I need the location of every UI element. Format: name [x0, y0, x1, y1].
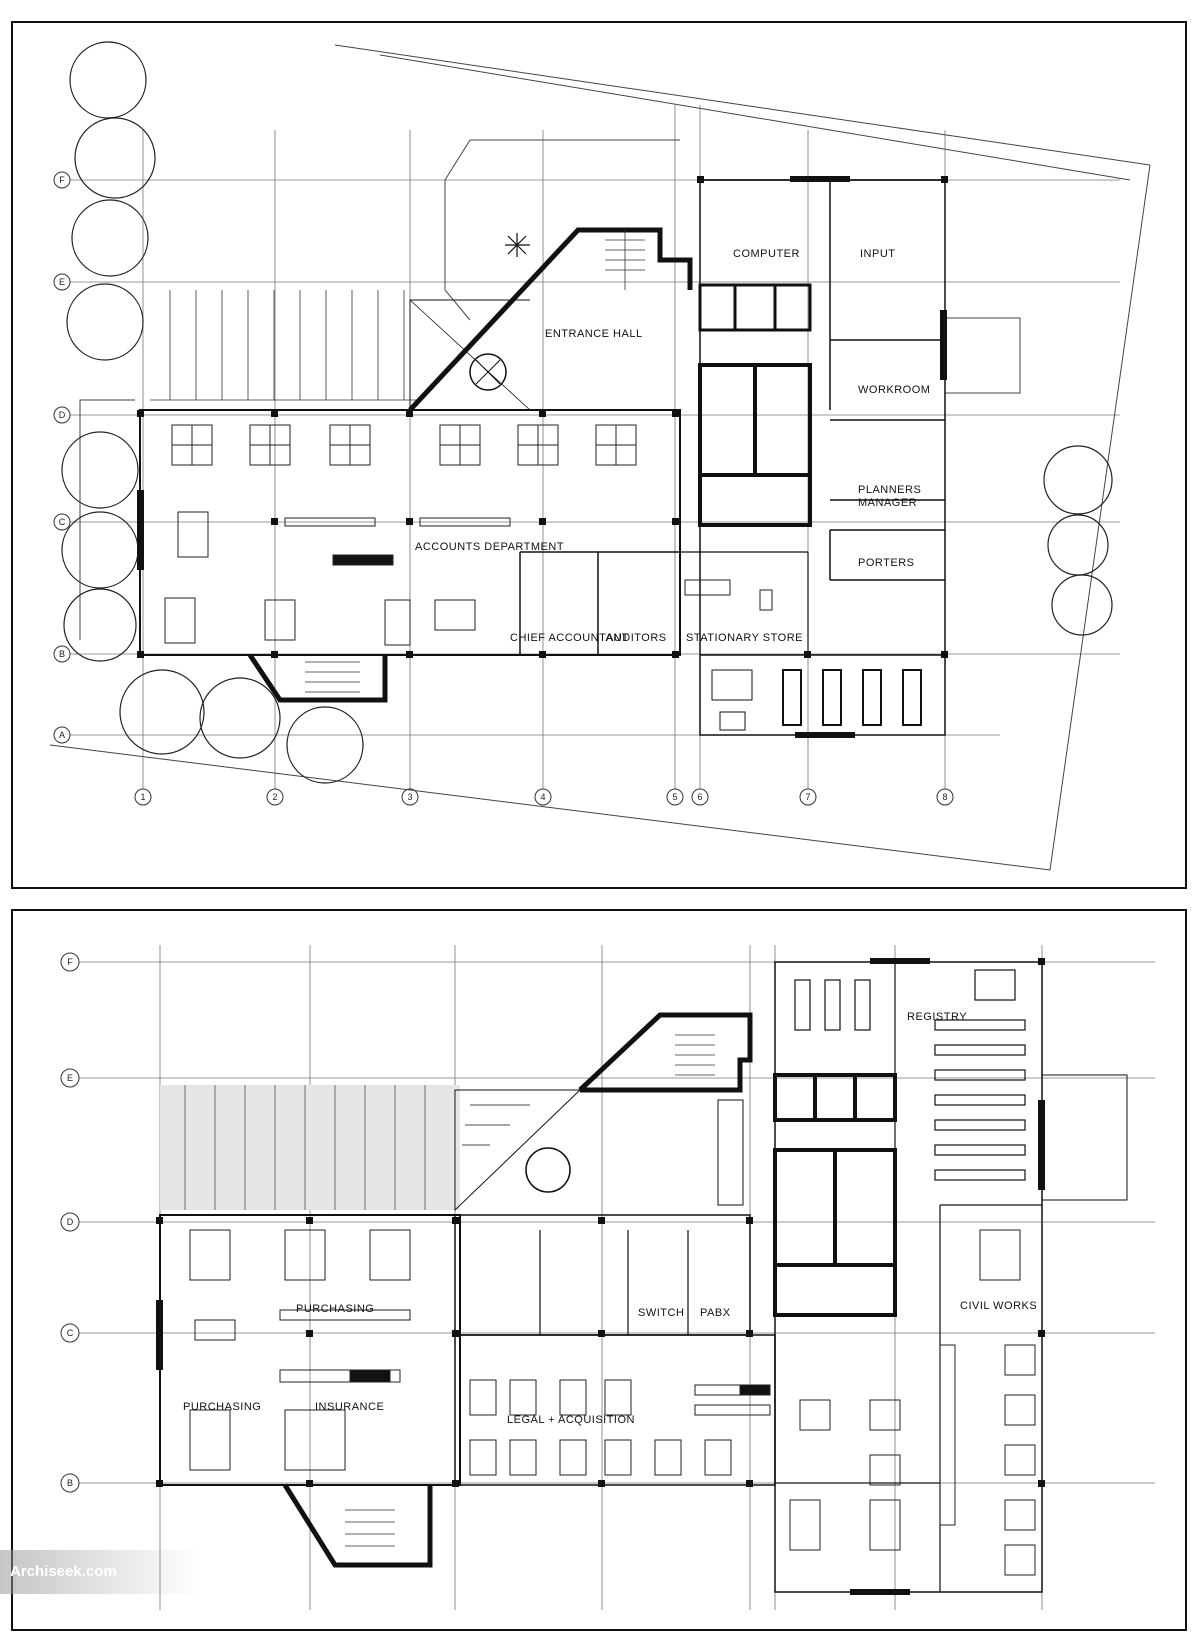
room-label-pabx: PABX	[700, 1307, 731, 1319]
room-label-legal-acquisition: LEGAL + ACQUISITION	[507, 1414, 635, 1426]
grid-bubbles-rows-lower: F E D C B	[60, 952, 80, 1493]
structural-columns-lower	[156, 958, 1045, 1595]
structural-columns	[137, 176, 948, 738]
room-label-entrance-hall: ENTRANCE HALL	[545, 328, 643, 340]
grid-label-col-8: 8	[942, 792, 947, 802]
grid-label-col-3: 3	[407, 792, 412, 802]
watermark-text: Archiseek.com	[10, 1563, 117, 1580]
room-label-civil-works: CIVIL WORKS	[960, 1300, 1037, 1312]
roof-garden	[160, 1085, 460, 1210]
grid-label-row-a: A	[59, 730, 65, 740]
ground-floor-plan: F E D C B A 1 2 3 4 5 6 7	[11, 21, 1187, 889]
room-label-chief-accountant: CHIEF ACCOUNTANT	[510, 632, 629, 644]
pergola	[150, 290, 420, 401]
grid-bubbles-cols: 1 2 3 4 5 6 7 8	[134, 788, 954, 806]
registry-shelving	[794, 969, 1026, 1181]
grid-bubbles-rows: F E D C B A	[53, 171, 71, 744]
room-label-computer: COMPUTER	[733, 248, 800, 260]
grid-label-row-b: B	[59, 649, 65, 659]
grid-label-col-1: 1	[140, 792, 145, 802]
grid-label-row-e-lower: E	[67, 1073, 73, 1083]
room-label-accounts-department: ACCOUNTS DEPARTMENT	[415, 541, 564, 553]
room-label-stationary-store: STATIONARY STORE	[686, 632, 803, 644]
room-label-workroom: WORKROOM	[858, 384, 930, 396]
stair-core-wall-lower	[578, 1012, 753, 1093]
room-label-planners: PLANNERS	[858, 484, 921, 496]
grid-label-row-c: C	[59, 517, 66, 527]
grid-label-col-6: 6	[697, 792, 702, 802]
lower-stair-treads-2	[345, 1509, 395, 1547]
stair-core-wall	[408, 227, 693, 412]
toilet-block-lower	[773, 1073, 897, 1317]
room-label-switch: SWITCH	[638, 1307, 684, 1319]
grid-label-row-c-lower: C	[67, 1328, 74, 1338]
structural-grid	[70, 105, 1120, 790]
room-label-input: INPUT	[860, 248, 896, 260]
workstation-clusters	[164, 424, 773, 646]
grid-label-col-5: 5	[672, 792, 677, 802]
lower-stair-wall-2	[282, 1483, 433, 1568]
room-label-purchasing-upper: PURCHASING	[296, 1303, 374, 1315]
landscaping-trees	[61, 41, 1113, 784]
room-label-purchasing-lower: PURCHASING	[183, 1401, 261, 1413]
workstations-lower	[189, 1229, 1036, 1576]
shelving	[711, 669, 922, 731]
grid-label-col-4: 4	[540, 792, 545, 802]
grid-label-row-d-lower: D	[67, 1217, 74, 1227]
grid-label-row-b-lower: B	[67, 1478, 73, 1488]
watermark-badge: Archiseek.com	[0, 1550, 200, 1594]
atrium-void	[454, 1089, 744, 1212]
toilet-block	[698, 283, 812, 527]
grid-label-col-2: 2	[272, 792, 277, 802]
plan-frame-lower	[11, 909, 1187, 1631]
room-label-insurance: INSURANCE	[315, 1401, 384, 1413]
grid-label-row-e: E	[59, 277, 65, 287]
lower-stair-treads	[305, 661, 360, 693]
grid-label-row-f: F	[59, 175, 65, 185]
entrance-ramp	[409, 233, 531, 411]
room-label-porters: PORTERS	[858, 557, 914, 569]
plan-frame-upper	[11, 21, 1187, 889]
room-label-auditors: AUDITORS	[606, 632, 667, 644]
building-walls-lower	[159, 961, 1128, 1593]
lower-stair-wall	[247, 653, 388, 703]
grid-label-col-7: 7	[805, 792, 810, 802]
stair-treads	[605, 230, 645, 290]
grid-label-row-d: D	[59, 410, 66, 420]
site-boundary	[49, 44, 1151, 871]
stair-treads-lower	[675, 1034, 715, 1076]
room-label-registry: REGISTRY	[907, 1011, 967, 1023]
grid-label-row-f-lower: F	[67, 957, 73, 967]
room-label-manager: MANAGER	[858, 497, 917, 509]
first-floor-plan: F E D C B	[11, 909, 1187, 1631]
